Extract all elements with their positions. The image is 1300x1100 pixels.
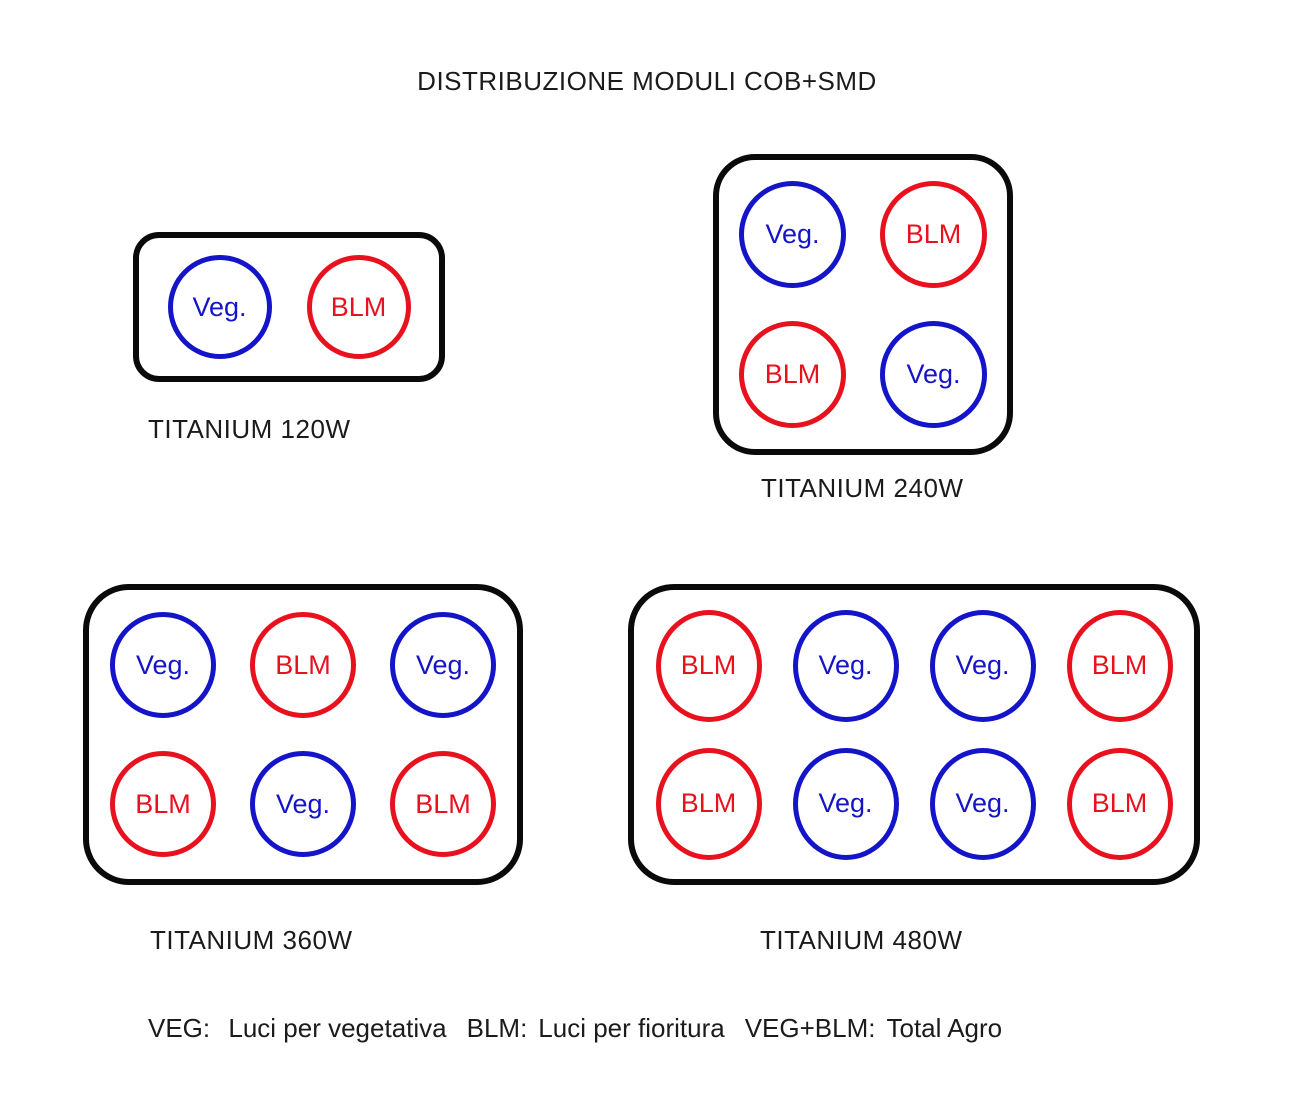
module-veg-circle: Veg. xyxy=(390,612,496,718)
module-veg-circle: Veg. xyxy=(792,747,899,860)
panel-label-titanium-240w: TITANIUM 240W xyxy=(761,473,964,503)
legend-item-veg: VEG: Luci per vegetativa xyxy=(148,1013,447,1044)
module-blm-circle: BLM xyxy=(250,612,356,718)
panel-titanium-480w: BLM Veg. Veg. BLM BLM Veg. Veg. BLM xyxy=(628,584,1200,885)
module-blm-circle: BLM xyxy=(110,751,216,857)
module-veg-circle: Veg. xyxy=(929,747,1036,860)
legend-text: Luci per vegetativa xyxy=(221,1013,447,1043)
module-blm-circle: BLM xyxy=(739,321,846,428)
module-veg-circle: Veg. xyxy=(167,255,272,359)
module-blm-circle: BLM xyxy=(880,181,987,288)
module-row: BLM Veg. Veg. BLM xyxy=(655,747,1173,860)
module-veg-circle: Veg. xyxy=(250,751,356,857)
panel-label-titanium-360w: TITANIUM 360W xyxy=(150,925,353,955)
module-grid: Veg. BLM Veg. BLM Veg. BLM xyxy=(110,612,496,857)
module-row: BLM Veg. BLM xyxy=(110,751,496,857)
module-blm-circle: BLM xyxy=(655,609,762,722)
module-blm-circle: BLM xyxy=(655,747,762,860)
panel-titanium-120w: Veg. BLM xyxy=(133,232,445,382)
legend-item-blm: BLM: Luci per fioritura xyxy=(467,1013,725,1044)
legend-key: BLM: xyxy=(466,1013,528,1043)
legend-text: Luci per fioritura xyxy=(538,1013,725,1043)
module-row: Veg. BLM xyxy=(167,255,411,359)
legend: VEG: Luci per vegetativa BLM: Luci per fi… xyxy=(148,1013,1002,1044)
module-veg-circle: Veg. xyxy=(110,612,216,718)
module-veg-circle: Veg. xyxy=(739,181,846,288)
diagram-title: DISTRIBUZIONE MODULI COB+SMD xyxy=(417,66,877,96)
module-blm-circle: BLM xyxy=(1066,747,1173,860)
module-row: Veg. BLM Veg. xyxy=(110,612,496,718)
module-row: BLM Veg. Veg. BLM xyxy=(655,609,1173,722)
module-grid: Veg. BLM xyxy=(167,255,411,359)
legend-key: VEG+BLM: xyxy=(744,1013,876,1043)
panel-label-titanium-120w: TITANIUM 120W xyxy=(148,414,351,444)
module-blm-circle: BLM xyxy=(390,751,496,857)
module-row: Veg. BLM xyxy=(739,181,987,288)
module-veg-circle: Veg. xyxy=(880,321,987,428)
module-row: BLM Veg. xyxy=(739,321,987,428)
module-veg-circle: Veg. xyxy=(792,609,899,722)
panel-titanium-240w: Veg. BLM BLM Veg. xyxy=(713,154,1013,455)
module-blm-circle: BLM xyxy=(1066,609,1173,722)
legend-key: VEG: xyxy=(148,1013,211,1043)
module-veg-circle: Veg. xyxy=(929,609,1036,722)
module-grid: Veg. BLM BLM Veg. xyxy=(739,181,987,428)
legend-text: Total Agro xyxy=(886,1013,1003,1043)
panel-label-titanium-480w: TITANIUM 480W xyxy=(760,925,963,955)
module-blm-circle: BLM xyxy=(306,255,411,359)
module-grid: BLM Veg. Veg. BLM BLM Veg. Veg. BLM xyxy=(655,609,1173,860)
legend-item-veg-blm: VEG+BLM: Total Agro xyxy=(745,1013,1002,1044)
panel-titanium-360w: Veg. BLM Veg. BLM Veg. BLM xyxy=(83,584,523,885)
